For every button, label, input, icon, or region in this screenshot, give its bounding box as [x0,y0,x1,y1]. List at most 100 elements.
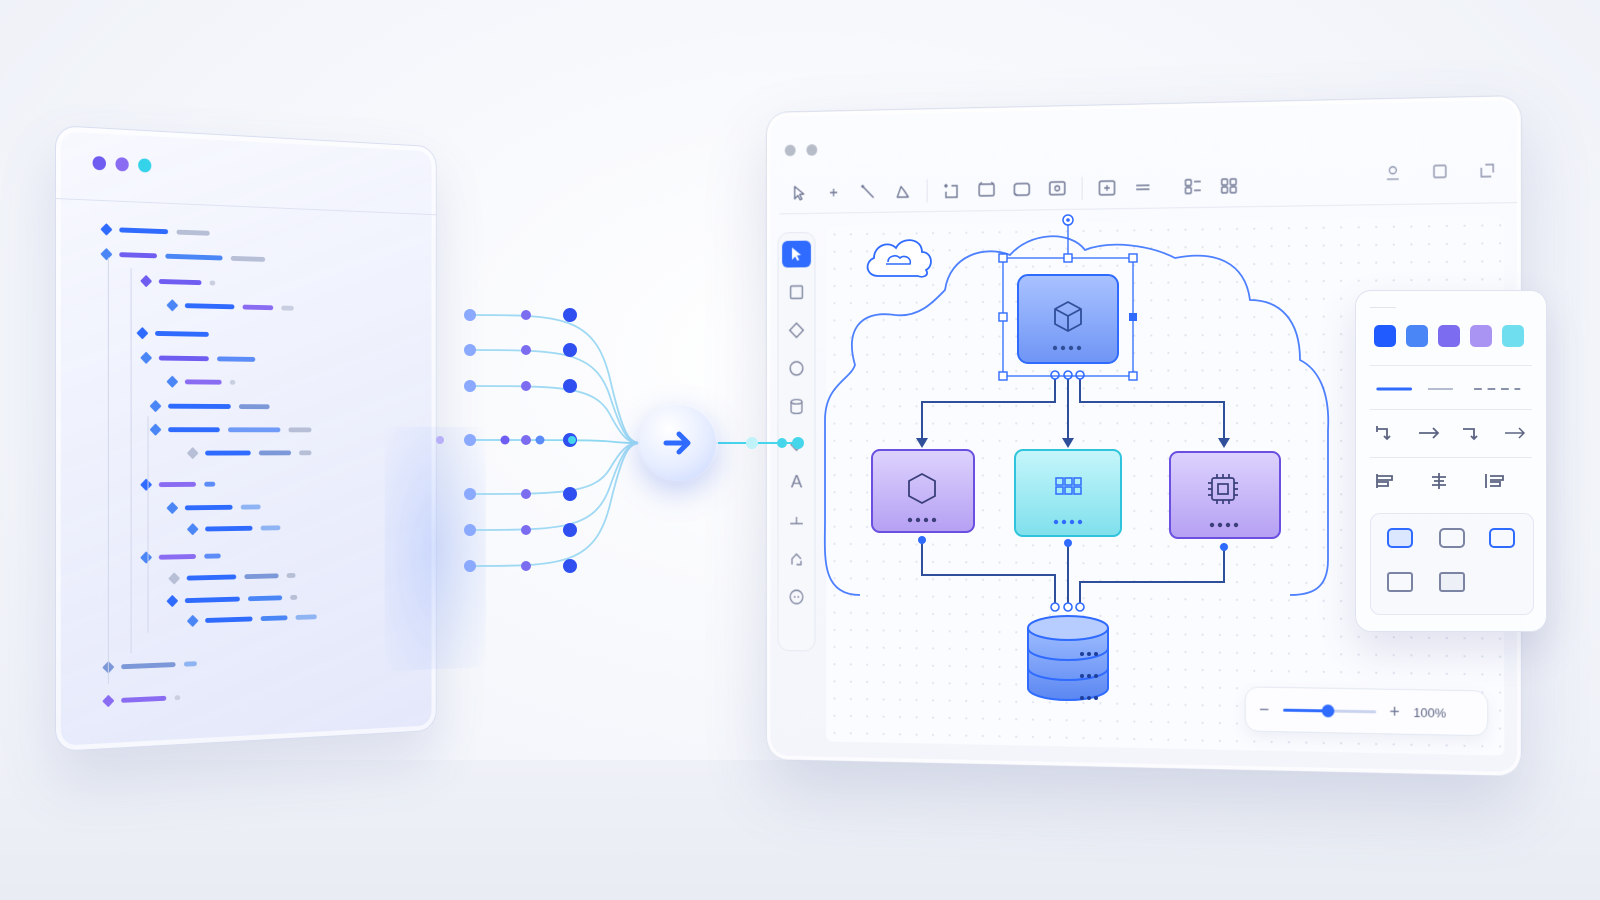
zoom-slider-handle[interactable] [1321,703,1334,717]
line-icon[interactable] [857,180,879,203]
editor-window-controls [784,144,818,157]
swatch-lavender[interactable] [1470,325,1492,347]
code-line [168,570,296,585]
code-fold-marker[interactable] [149,399,162,412]
text-tool-icon[interactable]: A [790,472,803,493]
pen-icon[interactable] [892,180,914,203]
zoom-in-button[interactable]: + [1389,701,1400,722]
arrow-right-thin-icon[interactable] [1502,423,1528,443]
minimize-dot[interactable] [806,144,818,156]
code-line [186,446,312,459]
shape-rounded-blue[interactable] [1489,528,1515,548]
swatch-purple[interactable] [1438,325,1460,347]
code-fold-marker[interactable] [186,446,199,459]
expand-icon[interactable] [1475,158,1499,182]
code-fold-marker[interactable] [140,550,153,564]
align-right-icon[interactable] [1482,471,1506,491]
zoom-slider[interactable] [1282,703,1376,717]
flow-wire [469,442,646,495]
close-dot[interactable] [92,155,106,171]
connector-tool-icon[interactable] [782,507,811,534]
align-icon[interactable] [1131,175,1154,199]
layout-icon[interactable] [1182,175,1205,199]
code-fold-marker[interactable] [140,477,153,491]
code-fold-marker[interactable] [140,274,153,287]
code-token [248,594,283,601]
flow-node-dot [521,310,531,320]
code-fold-marker[interactable] [166,594,179,607]
code-line [140,351,256,364]
code-line [186,522,281,535]
indent-guide [147,416,149,633]
select-tool-icon[interactable] [782,240,811,268]
maximize-dot[interactable] [138,158,152,173]
shapes-tool-icon[interactable] [782,545,811,572]
rounded-rectangle-icon[interactable] [1011,178,1033,202]
code-token [158,481,196,487]
code-fold-marker[interactable] [100,222,113,236]
shape-style-grid [1370,513,1534,615]
pointer-icon[interactable] [788,181,810,204]
grid-icon[interactable] [1218,174,1241,198]
code-token [121,661,176,669]
code-fold-marker[interactable] [166,501,179,514]
plus-icon[interactable] [823,181,845,204]
rectangle-tool-icon[interactable] [782,279,811,306]
cylinder-tool-icon[interactable] [782,393,811,420]
arrow-right-icon [663,431,691,455]
minimize-dot[interactable] [115,157,129,172]
code-token [299,449,312,455]
code-line [102,692,181,707]
code-fold-marker[interactable] [140,351,153,364]
code-fold-marker[interactable] [166,374,179,388]
code-fold-marker[interactable] [100,247,113,261]
window-icon[interactable] [1428,159,1452,183]
code-line [166,592,298,607]
shape-square[interactable] [1387,572,1413,592]
code-token [228,426,281,432]
code-token [158,355,209,361]
swatch-cyan[interactable] [1502,325,1524,347]
code-fold-marker[interactable] [168,571,181,585]
shape-square-alt[interactable] [1439,572,1465,592]
swatch-light-blue[interactable] [1406,325,1428,347]
code-token [186,573,237,581]
shape-rounded[interactable] [1439,528,1465,548]
swatch-blue[interactable] [1374,325,1396,347]
panel-divider [1370,409,1532,410]
code-line [166,501,261,514]
code-fold-marker[interactable] [166,298,179,312]
shape-rounded-selected[interactable] [1387,528,1413,548]
code-window-controls [92,155,152,173]
frame-icon[interactable] [940,179,962,202]
diamond-small-tool-icon[interactable] [782,431,811,458]
more-tool-icon[interactable] [782,583,811,610]
code-fold-marker[interactable] [149,422,162,436]
align-center-icon[interactable] [1428,471,1450,491]
component-icon[interactable] [1096,176,1119,200]
elbow-right-icon[interactable] [1460,423,1484,443]
code-fold-marker[interactable] [186,614,199,627]
user-icon[interactable] [1381,160,1404,184]
code-token [260,614,288,621]
convert-hub-button[interactable] [640,405,716,481]
zoom-out-button[interactable]: − [1259,698,1270,719]
align-left-icon[interactable] [1374,471,1396,491]
code-token [184,596,240,603]
code-fold-marker[interactable] [102,694,115,707]
elbow-left-icon[interactable] [1374,423,1398,443]
zoom-control: − + 100% [1244,686,1489,737]
code-line [149,399,270,412]
flow-node-dot [563,308,577,322]
code-line [166,298,294,313]
code-fold-marker[interactable] [186,522,199,535]
diamond-tool-icon[interactable] [782,317,811,344]
code-fold-marker[interactable] [136,326,149,339]
rectangle-icon[interactable] [975,178,997,202]
code-token [295,613,317,620]
image-frame-icon[interactable] [1046,177,1068,201]
circle-tool-icon[interactable] [782,355,811,382]
close-dot[interactable] [784,144,796,157]
line-style-row [1374,381,1528,397]
arrow-right-icon[interactable] [1416,423,1442,443]
